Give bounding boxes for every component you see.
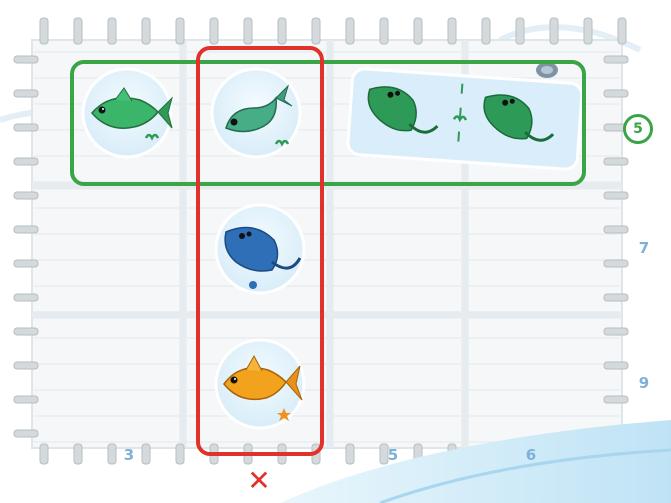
dock-post (346, 444, 354, 464)
dock-post (74, 444, 82, 464)
token-ray-blue[interactable] (216, 205, 304, 293)
dock-post (604, 362, 628, 369)
dock-post (108, 18, 116, 44)
dock-post (278, 18, 286, 44)
dock-post (346, 18, 354, 44)
dock-post (14, 328, 38, 335)
dock-post (604, 294, 628, 301)
dock-post (604, 396, 628, 403)
dock-post (14, 226, 38, 233)
dock-post (176, 444, 184, 464)
dock-post (482, 18, 490, 44)
dock-post (14, 158, 38, 165)
dock-post (210, 444, 218, 464)
dock-post (14, 56, 38, 63)
pebble-icon (249, 281, 257, 289)
dock-post (312, 18, 320, 44)
dock-post (618, 18, 626, 44)
row-score-3: 9 (632, 374, 656, 392)
dock-post (14, 396, 38, 403)
dock-post (604, 226, 628, 233)
dock-post (414, 18, 422, 44)
row-score-2: 7 (632, 239, 656, 257)
column-score-1: 3 (114, 446, 144, 464)
dock-post (142, 18, 150, 44)
dock-post (604, 90, 628, 97)
dock-post (14, 192, 38, 199)
dock-post (14, 260, 38, 267)
dock-post (584, 18, 592, 44)
dock-post (604, 56, 628, 63)
token-fish-orange[interactable] (216, 340, 304, 428)
dock-post (14, 124, 38, 131)
dock-post (40, 444, 48, 464)
dock-post (210, 18, 218, 44)
dock-post (14, 362, 38, 369)
token-fish-green-1[interactable] (83, 69, 172, 157)
dock-post (604, 328, 628, 335)
dock-post (516, 18, 524, 44)
column-score-4: 6 (516, 446, 546, 464)
column-score-3: 5 (378, 446, 408, 464)
dock-post (176, 18, 184, 44)
dock-post (14, 294, 38, 301)
dock-post (40, 18, 48, 44)
dock-post (14, 430, 38, 437)
dock-post (448, 18, 456, 44)
dock-post (604, 158, 628, 165)
row-score-1-circled: 5 (623, 114, 653, 144)
failed-column-x-icon: ✕ (244, 466, 274, 496)
dock-post (604, 260, 628, 267)
dock-post (550, 18, 558, 44)
dock-post (74, 18, 82, 44)
dock-post (244, 444, 252, 464)
dock-post (278, 444, 286, 464)
shell-icon (536, 62, 558, 78)
dock-post (604, 192, 628, 199)
token-fish-green-2[interactable] (212, 69, 300, 157)
dock-post (380, 18, 388, 44)
token-ray-green-double-tile[interactable] (347, 68, 582, 170)
dock-post (312, 444, 320, 464)
dock-post (14, 90, 38, 97)
dock-post (244, 18, 252, 44)
